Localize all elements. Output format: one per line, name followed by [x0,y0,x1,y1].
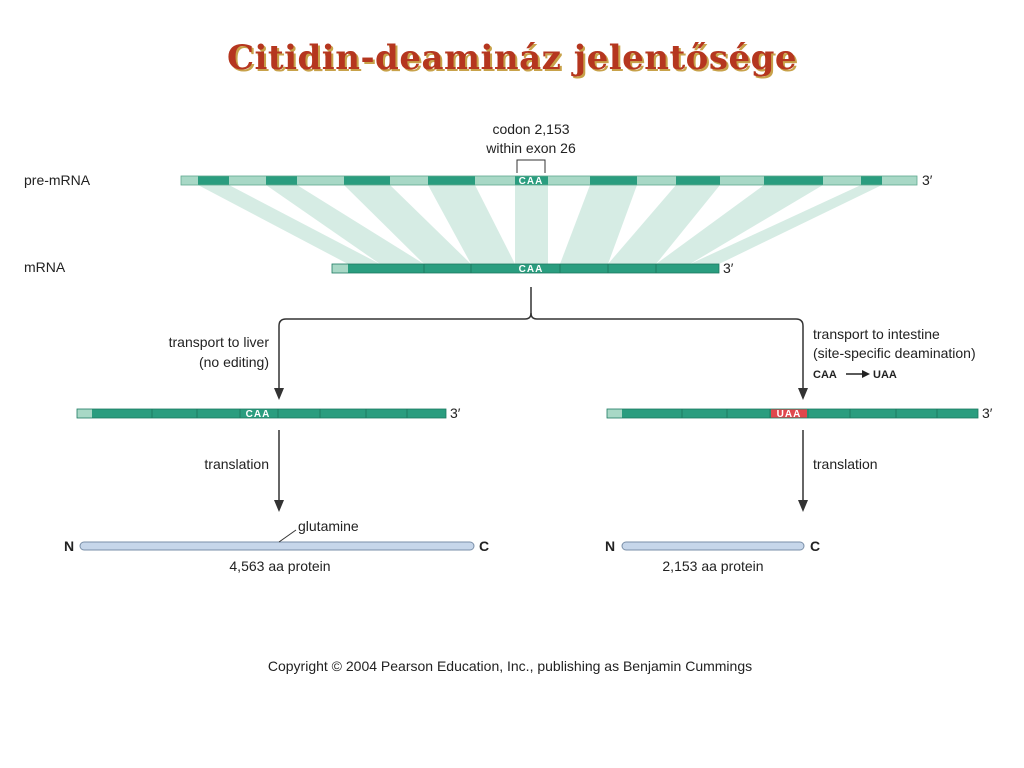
pre-mrna-codon: CAA [519,176,544,187]
exon-splicing-fan-segment [515,185,548,264]
strand-5prime-utr [607,409,622,418]
mrna-coding-region [348,264,719,273]
liver-translation-label: translation [204,456,269,472]
liver-mrna-3prime: 3′ [450,405,461,421]
exon-splicing-fan-segment [656,185,823,264]
codon-bracket [516,159,546,173]
pre-mrna-exon [344,176,390,185]
liver-n-terminus: N [64,538,74,554]
intestine-protein-length: 2,153 aa protein [662,558,763,574]
liver-mrna-codon: CAA [246,409,271,420]
intestine-mrna-strand [606,408,979,419]
mrna-strand [331,263,720,274]
mrna-label: mRNA [24,259,66,275]
pre-mrna-exon [198,176,229,185]
exon-splicing-fan [198,185,882,264]
pre-mrna-label: pre-mRNA [24,172,91,188]
exon-splicing-fan-segment [428,185,515,264]
strand-outline [76,408,447,419]
mrna-3prime: 3′ [723,260,734,276]
liver-protein-bar [79,541,475,551]
liver-branch-line [278,287,532,388]
strand-stop-codon [771,409,807,418]
exon-splicing-fan-segment [198,185,380,264]
pre-mrna-exon [515,176,548,185]
page-title: Citidin-deamináz jelentősége [226,38,798,78]
exon-splicing-fan-segment [690,185,882,264]
strand-5prime-utr [77,409,92,418]
exon-splicing-fan-segment [266,185,424,264]
liver-c-terminus: C [479,538,489,554]
liver-mrna-strand [76,408,447,419]
intestine-n-terminus: N [605,538,615,554]
codon-label-line2: within exon 26 [485,140,576,156]
liver-label-line1: transport to liver [169,334,270,350]
liver-arrowhead [274,388,284,400]
exon-splicing-fan-segment [608,185,720,264]
pre-mrna-exon [676,176,720,185]
intestine-protein-bar [621,541,805,551]
intestine-branch-line [530,312,804,388]
intestine-translation-arrowhead [798,500,808,512]
pre-mrna-exon [266,176,297,185]
mrna-5prime-utr [332,264,348,273]
liver-translation-arrowhead [274,500,284,512]
intestine-mrna-3prime: 3′ [982,405,993,421]
intestine-translation-label: translation [813,456,878,472]
pre-mrna-3prime: 3′ [922,172,933,188]
intestine-mrna-codon: UAA [777,409,802,420]
intestine-label-line2: (site-specific deamination) [813,345,976,361]
intestine-arrowhead [798,388,808,400]
pre-mrna-strand [180,175,918,186]
deamination-to: UAA [873,369,897,381]
exon-splicing-fan-segment [560,185,637,264]
mrna-outline [331,263,720,274]
glutamine-label: glutamine [298,518,359,534]
exon-splicing-fan-segment [344,185,471,264]
liver-label-line2: (no editing) [199,354,269,370]
codon-label-line1: codon 2,153 [492,121,569,137]
deamination-arrow-head [862,370,870,378]
strand-outline [606,408,979,419]
pre-mrna-exon [764,176,823,185]
pre-mrna-exon [428,176,475,185]
intestine-c-terminus: C [810,538,820,554]
mrna-codon: CAA [519,264,544,275]
strand-coding-region [92,409,446,418]
pre-mrna-exon [590,176,637,185]
glutamine-pointer [278,529,297,543]
liver-protein-length: 4,563 aa protein [229,558,330,574]
pre-mrna-exon [861,176,882,185]
intestine-label-line1: transport to intestine [813,326,940,342]
copyright-notice: Copyright © 2004 Pearson Education, Inc.… [268,658,752,674]
pre-mrna-outline [180,175,918,186]
pre-mrna-intron [181,176,917,185]
deamination-from: CAA [813,369,837,381]
